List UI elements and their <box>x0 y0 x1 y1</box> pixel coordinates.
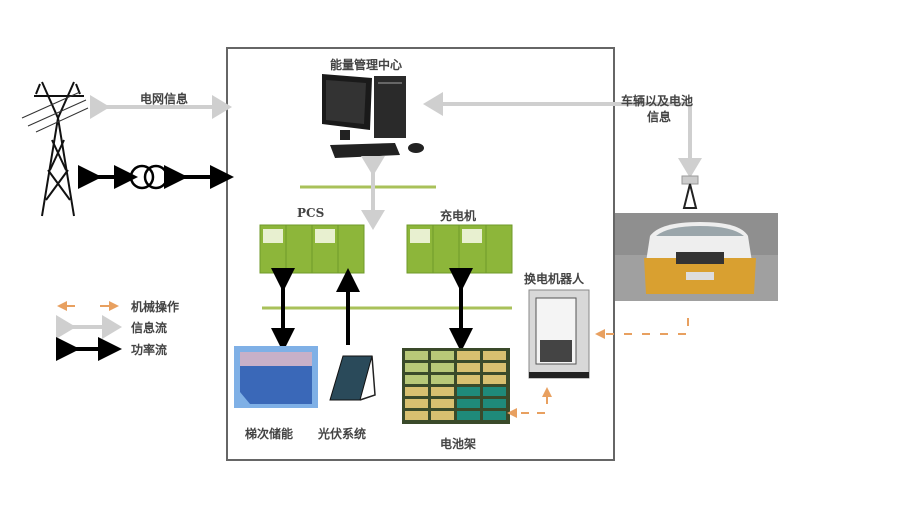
rack-battery-cell <box>457 387 480 396</box>
car-to-robot-mech-arrow <box>595 318 689 339</box>
vehicle-info-label-line2: 信息 <box>647 110 672 124</box>
rack-battery-cell <box>457 363 480 372</box>
rack-battery-cell <box>431 351 454 360</box>
rack-battery-cell <box>483 387 506 396</box>
legend-power-label: 功率流 <box>131 343 168 357</box>
echelon-storage-label: 梯次储能 <box>245 427 294 441</box>
rack-battery-cell <box>431 363 454 372</box>
battery-rack-label: 电池架 <box>440 437 477 451</box>
rack-battery-cell <box>431 375 454 384</box>
legend-mech-label: 机械操作 <box>131 300 180 314</box>
rack-battery-cell <box>405 399 428 408</box>
rack-battery-cell <box>457 411 480 420</box>
electric-car-icon <box>615 213 778 301</box>
transformer-icon <box>129 164 169 190</box>
system-frame <box>226 47 615 461</box>
computer-icon <box>322 74 424 158</box>
transmission-tower-icon <box>21 81 89 217</box>
rack-battery-cell <box>483 375 506 384</box>
pv-system-label: 光伏系统 <box>318 427 367 441</box>
battery-rack-icon <box>402 348 510 424</box>
rack-battery-cell <box>405 375 428 384</box>
legend <box>56 301 122 361</box>
rack-battery-cell <box>405 411 428 420</box>
rack-battery-cell <box>405 387 428 396</box>
charging-connector-icon <box>681 175 699 209</box>
charger-cabinet-icon <box>406 224 513 274</box>
swap-robot-label: 换电机器人 <box>524 272 585 286</box>
pcs-label: PCS <box>297 206 325 220</box>
swap-robot-icon <box>528 289 590 379</box>
rack-battery-cell <box>457 351 480 360</box>
grid-info-label: 电网信息 <box>140 92 189 106</box>
rack-battery-cell <box>483 363 506 372</box>
rack-battery-cell <box>483 399 506 408</box>
rack-battery-cell <box>431 387 454 396</box>
rack-battery-cell <box>405 351 428 360</box>
rack-battery-cell <box>483 351 506 360</box>
pcs-cabinet-icon <box>259 224 365 274</box>
rack-battery-cell <box>431 411 454 420</box>
vehicle-info-label-line1: 车辆以及电池 <box>621 94 694 108</box>
charger-label: 充电机 <box>440 209 477 223</box>
rack-battery-cell <box>457 375 480 384</box>
rack-battery-cell <box>405 363 428 372</box>
rack-battery-cell <box>457 399 480 408</box>
solar-panel-icon <box>329 355 376 401</box>
rack-battery-cell <box>431 399 454 408</box>
legend-info-label: 信息流 <box>131 321 168 335</box>
energy-center-title: 能量管理中心 <box>330 58 403 72</box>
rack-battery-cell <box>483 411 506 420</box>
battery-storage-icon <box>234 346 318 408</box>
